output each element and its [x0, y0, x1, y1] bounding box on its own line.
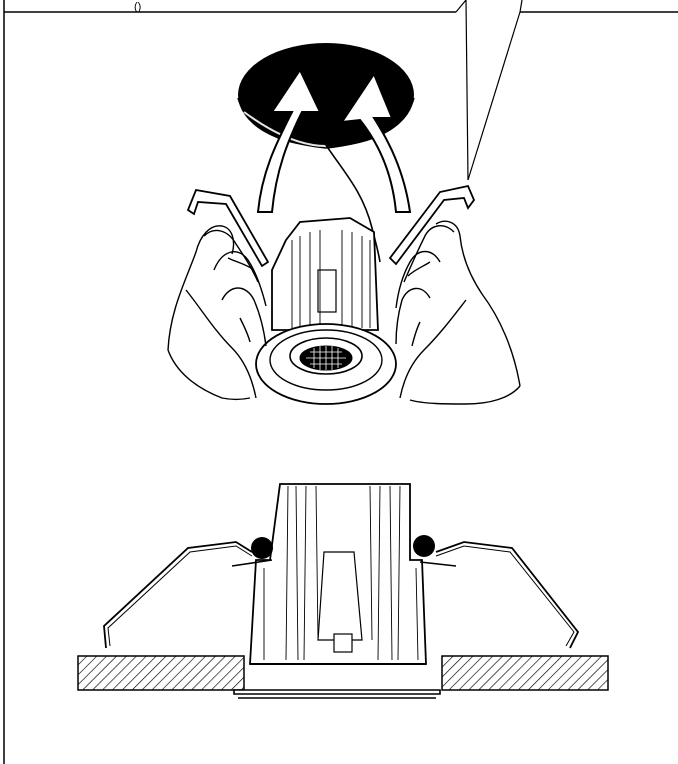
ceiling-slab-right — [441, 655, 609, 691]
page-frame — [3, 0, 678, 764]
right-hand-icon — [395, 220, 521, 405]
stray-glyph: () — [134, 1, 141, 13]
insertion-panel — [167, 0, 523, 405]
supply-cable — [311, 119, 381, 263]
downlight-icon — [255, 217, 397, 405]
spring-clip-section-left-icon — [103, 537, 273, 649]
ceiling-slab-left — [77, 655, 245, 691]
spring-clip-left-icon — [186, 188, 270, 268]
installed-section-panel — [77, 483, 609, 699]
left-hand-icon — [167, 225, 267, 401]
spring-clip-right-icon — [388, 184, 476, 266]
downlight-section-icon — [233, 483, 441, 699]
spring-clip-section-right-icon — [413, 535, 580, 649]
insertion-arrow-right-icon — [339, 71, 412, 213]
callout-leaders — [455, 0, 523, 181]
insertion-arrow-left-icon — [256, 67, 322, 213]
ceiling-hole-icon — [237, 43, 415, 149]
